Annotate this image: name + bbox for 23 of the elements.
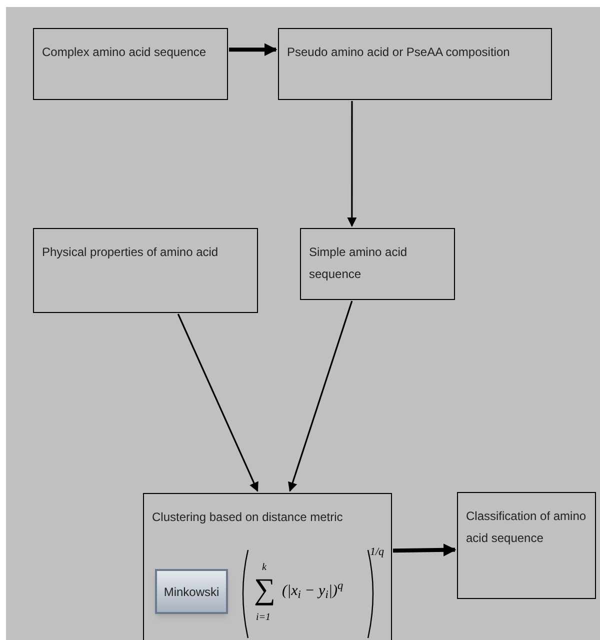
arrow <box>347 101 357 227</box>
exponent: 1/q <box>370 545 384 560</box>
box-text: Complex amino acid sequence <box>42 44 208 61</box>
process-box <box>300 228 455 300</box>
arrow <box>288 300 353 492</box>
process-box <box>278 28 552 100</box>
process-box <box>143 493 392 640</box>
process-box <box>33 228 258 313</box>
box-text: Classification of amino acid sequence <box>466 508 587 547</box>
arrow <box>392 544 456 556</box>
process-box <box>457 492 596 599</box>
lower-limit: i=1 <box>256 611 271 625</box>
arrow <box>177 314 258 492</box>
arrow <box>229 43 278 56</box>
formula-term: (|x$_{i}$ − y$_{i}$|)$^{q}$ <box>282 580 344 602</box>
process-box <box>33 28 228 100</box>
metric-button: Minkowski <box>155 569 228 614</box>
upper-limit: k <box>262 561 266 575</box>
box-text: Simple amino acid sequence <box>309 244 408 283</box>
box-text: Physical properties of amino acid <box>42 244 220 261</box>
box-text: Clustering based on distance metric <box>152 509 344 526</box>
sigma-symbol: ∑ <box>254 575 276 605</box>
box-text: Pseudo amino acid or PseAA composition <box>287 44 511 61</box>
